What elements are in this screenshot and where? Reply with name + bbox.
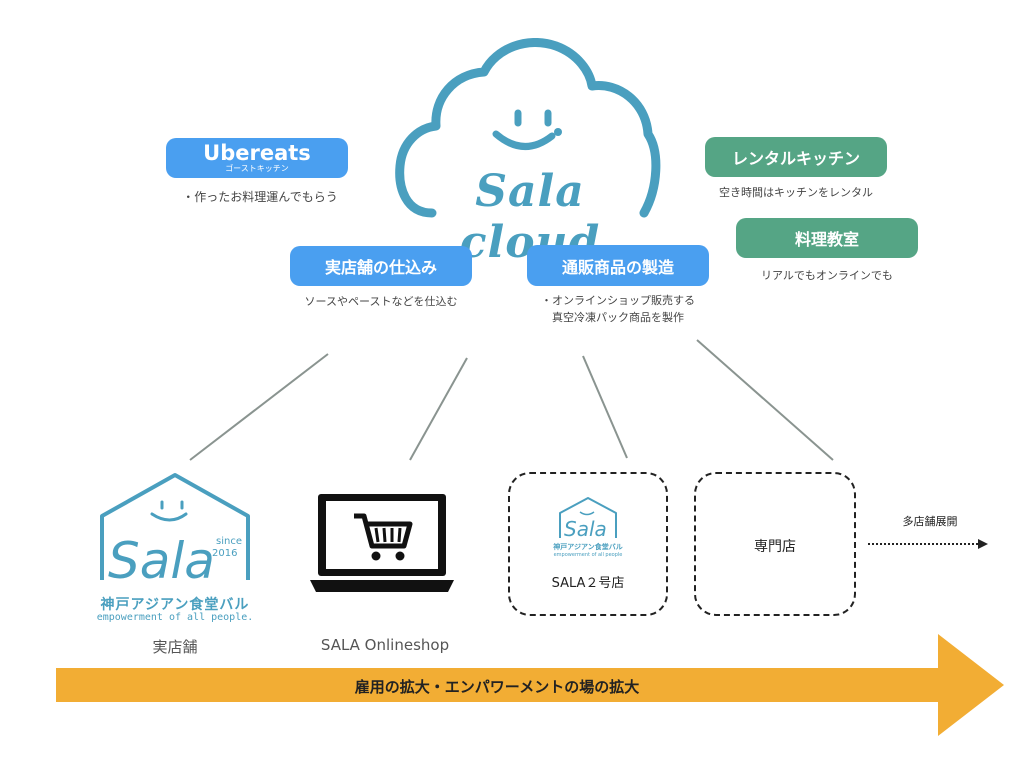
store2-logo-text: Sala	[564, 517, 607, 541]
store-tagline: empowerment of all people.	[96, 612, 254, 623]
mailorder-caption-line2: 真空冷凍パック商品を製作	[552, 311, 684, 324]
ubereats-title: Ubereats	[203, 141, 311, 165]
specialty-box: 専門店	[694, 472, 856, 616]
rental-title: レンタルキッチン	[731, 149, 860, 168]
house-icon: Sala since 2016	[100, 473, 250, 590]
store-name-jp: 神戸アジアン食堂バル	[100, 597, 250, 613]
mailorder-caption-line1: ・オンラインショップ販売する	[541, 294, 695, 307]
store2-box: Sala 神戸アジアン食堂バル empowerment of all peopl…	[508, 472, 668, 616]
ubereats-caption: ・作ったお料理運んでもらう	[182, 190, 338, 204]
banner-label: 雇用の拡大・エンパワーメントの場の拡大	[354, 678, 640, 696]
ubereats-pill: Ubereats ゴーストキッチン	[166, 138, 348, 178]
store2-tagline: empowerment of all people	[553, 552, 623, 558]
store-label: 実店舗	[152, 638, 198, 656]
class-pill: 料理教室	[736, 218, 918, 258]
cloud-icon	[395, 38, 661, 218]
prep-title: 実店舗の仕込み	[324, 258, 437, 277]
store2-label: SALA２号店	[551, 576, 625, 591]
dotted-arrow	[868, 539, 988, 549]
store-year-text: 2016	[212, 548, 237, 559]
connector-line	[582, 355, 628, 459]
mailorder-title: 通販商品の製造	[561, 257, 674, 277]
class-caption: リアルでもオンラインでも	[761, 269, 893, 282]
connector-line	[189, 353, 329, 461]
store-logo-text: Sala	[108, 532, 215, 590]
prep-pill: 実店舗の仕込み	[290, 246, 472, 286]
expansion-label: 多店舗展開	[902, 515, 958, 528]
shopping-cart-icon	[354, 513, 413, 561]
house-icon: Sala	[559, 497, 617, 541]
laptop-icon	[308, 490, 456, 600]
ubereats-subtitle: ゴーストキッチン	[225, 164, 289, 173]
sala-cloud-logo-text: Sala cloud	[459, 166, 601, 268]
store2-logo: Sala 神戸アジアン食堂バル empowerment of all peopl…	[553, 496, 623, 562]
banner-arrow	[56, 634, 1004, 736]
rental-caption: 空き時間はキッチンをレンタル	[719, 186, 873, 199]
sala-store-logo: Sala since 2016 神戸アジアン食堂バル empowerment o…	[92, 470, 258, 630]
online-label: SALA Onlineshop	[320, 636, 450, 654]
store2-name-jp: 神戸アジアン食堂バル	[553, 543, 623, 551]
class-title: 料理教室	[794, 230, 859, 249]
specialty-label: 専門店	[754, 539, 796, 555]
prep-caption: ソースやペーストなどを仕込む	[304, 295, 458, 308]
rental-pill: レンタルキッチン	[705, 137, 887, 177]
connector-line	[409, 357, 468, 461]
sala-cloud-logo: Sala cloud	[392, 38, 662, 268]
store-since-text: since	[216, 536, 242, 547]
connector-line	[696, 339, 834, 461]
mailorder-pill: 通販商品の製造	[527, 245, 709, 286]
